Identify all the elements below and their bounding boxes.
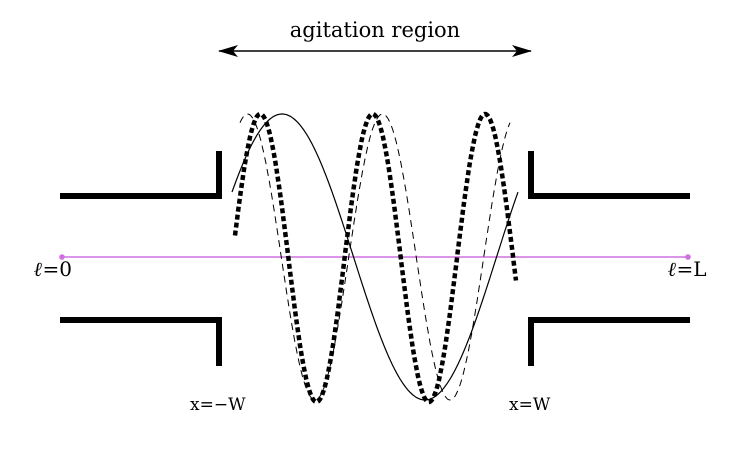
label-x-minus-w: x=−W [190, 395, 246, 415]
ell-symbol-left: ℓ [34, 257, 43, 281]
wall-upper-left [60, 151, 222, 199]
filament-curve-thin-dashed [239, 113, 511, 401]
wall-lower-right [528, 317, 690, 366]
agitation-region-label: agitation region [290, 18, 460, 42]
label-x-w: x=W [509, 395, 551, 415]
label-ell-zero: ℓ=0 [34, 257, 72, 281]
label-ell-L: ℓ=L [668, 257, 707, 281]
wall-lower-left [60, 317, 222, 366]
axis-endpoint-right [685, 254, 691, 260]
axis-endpoint-left [59, 254, 65, 260]
wall-upper-right [528, 151, 690, 199]
filament-curve-solid [231, 113, 519, 401]
filament-curve-thick-dotted [232, 111, 519, 405]
ell-zero-text: =0 [43, 257, 72, 281]
channel-walls [60, 151, 690, 366]
ell-symbol-right: ℓ [668, 257, 677, 281]
ell-L-text: =L [677, 257, 707, 281]
